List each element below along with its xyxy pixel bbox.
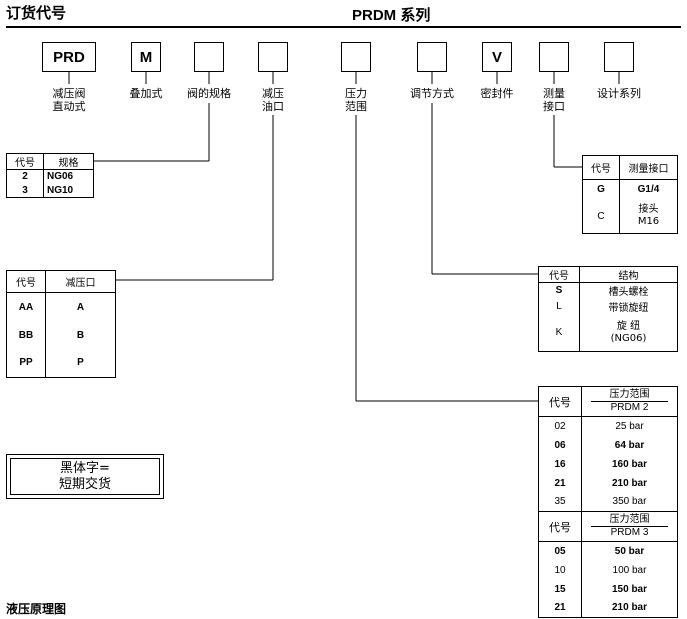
table-cell: AA — [6, 292, 46, 322]
order-code-title: 订货代号 — [6, 4, 67, 22]
code-box-pressure-range — [341, 42, 371, 72]
table-cell: BB — [6, 321, 46, 349]
pressure-table-header-2: 压力范围 PRDM 3 — [581, 511, 678, 542]
table-cell: 2 — [6, 169, 44, 184]
pressure-table-header-series-2: PRDM 3 — [591, 526, 668, 539]
size-table-header-code: 代号 — [6, 153, 44, 170]
table-cell: 02 — [538, 416, 582, 436]
reducing-port-table: 代号 减压口 AA A BB B PP P — [6, 270, 116, 378]
legend-line-2: 短期交货 — [58, 477, 111, 492]
table-cell: 160 bar — [581, 454, 678, 474]
table-cell: A — [45, 292, 116, 322]
series-title: PRDM 系列 — [352, 7, 431, 24]
label-reducing-port: 减压 油口 — [262, 87, 284, 113]
table-cell: 旋 纽 (NG06) — [579, 314, 678, 352]
table-cell: NG06 — [43, 169, 94, 184]
code-box-valve-size — [194, 42, 224, 72]
pressure-table-header-code: 代号 — [538, 386, 582, 417]
table-cell: 350 bar — [581, 492, 678, 512]
table-cell: 35 — [538, 492, 582, 512]
table-cell: 150 bar — [581, 579, 678, 599]
table-cell: P — [45, 348, 116, 378]
table-cell: 15 — [538, 579, 582, 599]
gauge-table-header-code: 代号 — [582, 155, 620, 180]
table-cell: PP — [6, 348, 46, 378]
table-cell: 16 — [538, 454, 582, 474]
legend-inner: 黑体字= 短期交货 — [10, 458, 160, 495]
port-table-header-port: 减压口 — [45, 270, 116, 293]
label-gauge-port: 测量 接口 — [543, 87, 565, 113]
adjust-table-header-structure: 结构 — [579, 266, 678, 283]
label-prd: 减压阀 直动式 — [52, 87, 86, 113]
pressure-table-header-title: 压力范围 — [609, 389, 650, 400]
code-box-reducing-port — [258, 42, 288, 72]
label-seal: 密封件 — [480, 87, 514, 100]
table-cell: 210 bar — [581, 598, 678, 618]
table-cell: 50 bar — [581, 541, 678, 561]
code-box-gauge-port — [539, 42, 569, 72]
pressure-table-header: 压力范围 PRDM 2 — [581, 386, 678, 417]
gauge-port-table: 代号 测量接口 G G1/4 C 接头 M16 — [582, 155, 678, 234]
label-adjustment: 调节方式 — [410, 87, 454, 100]
pressure-table-header-series: PRDM 2 — [591, 401, 668, 414]
header-rule — [6, 26, 681, 28]
code-box-prd: PRD — [42, 42, 96, 72]
table-cell: S — [538, 282, 580, 299]
legend-box: 黑体字= 短期交货 — [6, 454, 164, 499]
label-m: 叠加式 — [129, 87, 163, 100]
label-design-series: 设计系列 — [597, 87, 641, 100]
table-cell: 64 bar — [581, 435, 678, 455]
code-box-seal: V — [482, 42, 512, 72]
table-cell: 带锁旋纽 — [579, 298, 678, 315]
code-box-m: M — [131, 42, 161, 72]
hydraulic-diagram-title: 液压原理图 — [6, 602, 67, 616]
table-cell: B — [45, 321, 116, 349]
table-cell: 10 — [538, 560, 582, 580]
label-valve-size: 阀的规格 — [187, 87, 231, 100]
size-table: 代号 规格 2 NG06 3 NG10 — [6, 153, 94, 198]
table-cell: C — [582, 199, 620, 234]
table-cell: 100 bar — [581, 560, 678, 580]
code-box-adjustment — [417, 42, 447, 72]
adjustment-table: 代号 结构 S 槽头螺栓 L 带锁旋纽 K 旋 纽 (NG06) — [538, 266, 678, 352]
table-cell: 槽头螺栓 — [579, 282, 678, 299]
table-cell: NG10 — [43, 183, 94, 198]
size-table-header-size: 规格 — [43, 153, 94, 170]
table-cell: 06 — [538, 435, 582, 455]
table-cell: 3 — [6, 183, 44, 198]
pressure-table-header-title-2: 压力范围 — [609, 514, 650, 525]
table-cell: 25 bar — [581, 416, 678, 436]
table-cell: K — [538, 314, 580, 352]
table-cell: 接头 M16 — [619, 199, 678, 234]
table-cell: L — [538, 298, 580, 315]
pressure-table-header-code-2: 代号 — [538, 511, 582, 542]
adjust-table-header-code: 代号 — [538, 266, 580, 283]
table-cell: 05 — [538, 541, 582, 561]
table-cell: G — [582, 179, 620, 200]
legend-line-1: 黑体字= — [60, 461, 110, 476]
table-cell: G1/4 — [619, 179, 678, 200]
port-table-header-code: 代号 — [6, 270, 46, 293]
table-cell: 21 — [538, 473, 582, 493]
table-cell: 210 bar — [581, 473, 678, 493]
code-box-design-series — [604, 42, 634, 72]
gauge-table-header-port: 测量接口 — [619, 155, 678, 180]
table-cell: 21 — [538, 598, 582, 618]
label-pressure-range: 压力 范围 — [345, 87, 367, 113]
